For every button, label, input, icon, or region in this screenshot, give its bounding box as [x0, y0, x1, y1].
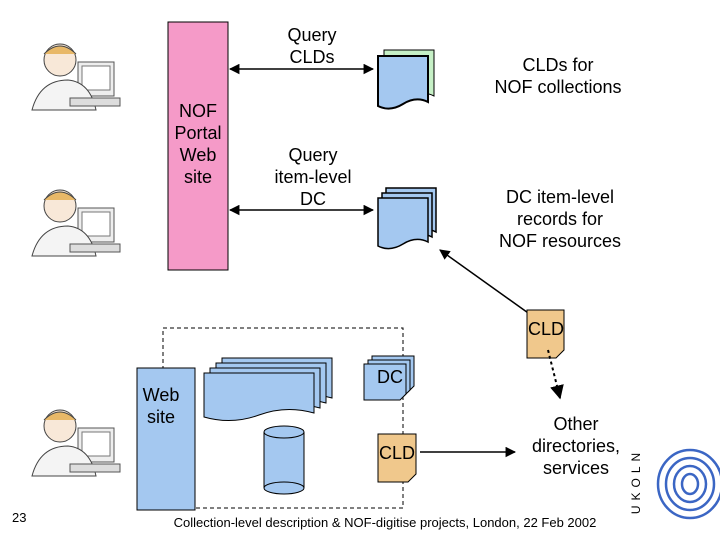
- website-box: [136, 367, 196, 511]
- website-label: Web site: [142, 385, 180, 427]
- clds-for-label: CLDs for NOF collections: [494, 55, 622, 97]
- user-figure-2: [31, 189, 121, 257]
- dc-box-label: DC: [377, 367, 403, 387]
- cld-lower-document: [377, 433, 417, 483]
- cld-box-label: CLD: [378, 443, 415, 463]
- other-services-label: Other directories, services: [531, 414, 621, 478]
- ukoln-logo: [656, 448, 720, 520]
- database-cylinder: [263, 425, 305, 495]
- query-clds-label: Query CLDs: [287, 25, 337, 67]
- query-item-label: Query item-level DC: [274, 145, 352, 209]
- page-number: 23: [12, 510, 27, 525]
- portal-box: [167, 21, 229, 271]
- dc-item-label: DC item-level records for NOF resources: [498, 187, 622, 251]
- dc-document-stack: [377, 187, 437, 250]
- arrow-cld-to-other: [547, 349, 564, 400]
- dc-lower-stack: [363, 355, 415, 401]
- portal-label: NOF Portal Web site: [174, 101, 222, 187]
- footer-caption: Collection-level description & NOF-digit…: [173, 515, 597, 530]
- cld-top-document: [526, 309, 565, 359]
- user-figure-3: [31, 409, 121, 477]
- ukoln-logo-text: UKOLN: [629, 447, 643, 515]
- clds-document-stack: [377, 49, 435, 110]
- cld-top-label: CLD: [527, 319, 564, 339]
- data-document-stack: [203, 357, 333, 421]
- user-figure-1: [31, 43, 121, 111]
